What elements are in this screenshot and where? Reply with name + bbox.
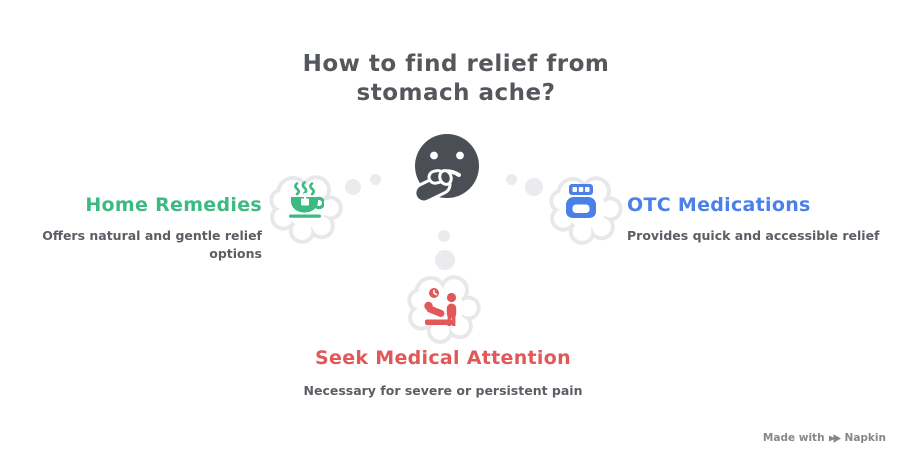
title-line-2: stomach ache? (356, 80, 556, 107)
home-remedies-label: Home Remedies (85, 194, 262, 216)
teacup-steam-icon (286, 181, 324, 219)
node-seek-medical-attention: Seek Medical Attention Necessary for sev… (303, 347, 583, 400)
thought-cloud-right (547, 170, 625, 248)
thought-dot-left-small (370, 174, 381, 185)
medicine-bottle-icon (562, 181, 600, 219)
watermark-brand: Napkin (844, 432, 886, 444)
thought-dot-bottom-medium (435, 250, 455, 270)
otc-medications-label: OTC Medications (627, 194, 811, 216)
thought-dot-right-medium (525, 178, 543, 196)
title-line-1: How to find relief from (302, 51, 610, 77)
node-home-remedies: Home Remedies Offers natural and gentle … (10, 194, 262, 262)
thought-dot-right-small (506, 174, 517, 185)
patient-bed-doctor-icon (420, 285, 462, 327)
thinking-face-icon (406, 129, 488, 211)
made-with-napkin-watermark[interactable]: Made with Napkin (763, 432, 886, 444)
seek-medical-attention-description: Necessary for severe or persistent pain (303, 383, 583, 398)
thought-dot-bottom-small (438, 230, 450, 242)
node-otc-medications: OTC Medications Provides quick and acces… (627, 194, 912, 245)
page-title: How to find relief from stomach ache? (0, 50, 912, 109)
napkin-logo-icon (828, 433, 841, 444)
watermark-prefix: Made with (762, 432, 825, 444)
home-remedies-description: Offers natural and gentle relief options (42, 228, 262, 261)
seek-medical-attention-label: Seek Medical Attention (315, 347, 571, 369)
otc-medications-description: Provides quick and accessible relief (627, 228, 880, 243)
thought-dot-left-medium (345, 179, 361, 195)
